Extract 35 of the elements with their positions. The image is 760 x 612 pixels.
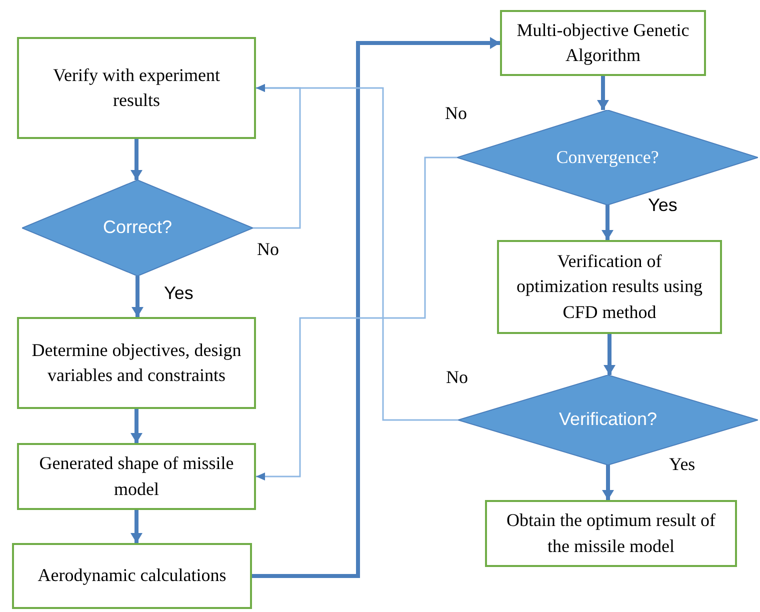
flow-arrow: [130, 139, 142, 180]
flow-arrow: [130, 510, 142, 543]
step-text: Generated shape of missile model: [38, 452, 235, 500]
decision-label: Convergence?: [556, 146, 659, 169]
decision-diamond: [22, 180, 253, 276]
step-text: Aerodynamic calculations: [38, 564, 226, 588]
step-text: Verification of optimization results using CFD method: [516, 250, 704, 324]
decision-label: Correct?: [102, 216, 172, 240]
step-text: Obtain the optimum result of the missile model: [506, 509, 716, 558]
process-box: [17, 443, 256, 510]
feedback-arrow: [256, 84, 458, 421]
step-text: Multi-objective Genetic Algorithm: [516, 18, 690, 67]
edge-label: Yes: [646, 196, 680, 214]
process-box: [12, 543, 252, 609]
flow-arrow: [597, 76, 609, 110]
process-box: [17, 37, 256, 139]
flow-arrow: [602, 465, 614, 500]
step-text: Verify with experiment results: [52, 64, 221, 112]
decision-label: Verification?: [558, 408, 658, 432]
flow-arrow: [602, 205, 614, 240]
step-text: Determine objectives, design variables and constraints: [31, 338, 242, 387]
flow-arrow: [252, 37, 500, 578]
process-box: [500, 10, 706, 76]
process-box: [485, 500, 737, 567]
edge-label: No: [443, 104, 469, 122]
edge-label: Yes: [162, 284, 196, 302]
flow-arrow: [132, 276, 144, 317]
edge-label: Yes: [667, 455, 698, 473]
process-box: [497, 240, 722, 334]
flow-arrow: [604, 334, 616, 375]
edge-label: No: [444, 368, 470, 386]
feedback-arrow: [256, 156, 457, 480]
edge-label: No: [255, 240, 281, 258]
flow-arrow: [130, 409, 142, 443]
process-box: [17, 317, 256, 409]
